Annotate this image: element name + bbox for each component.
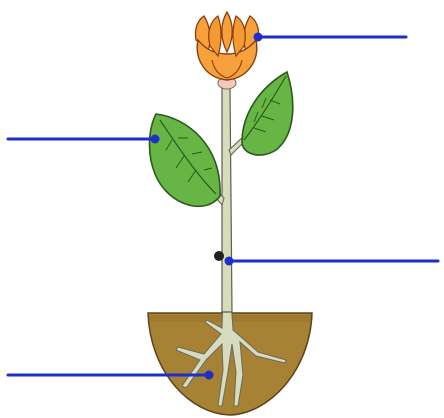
flower-label-dot [254, 33, 263, 42]
root-label-dot [205, 371, 214, 380]
stem-label-dot [225, 257, 234, 266]
flower [195, 12, 258, 89]
leaf-label-dot [151, 135, 160, 144]
leaf-left [149, 114, 220, 206]
leaf-right [242, 72, 293, 155]
